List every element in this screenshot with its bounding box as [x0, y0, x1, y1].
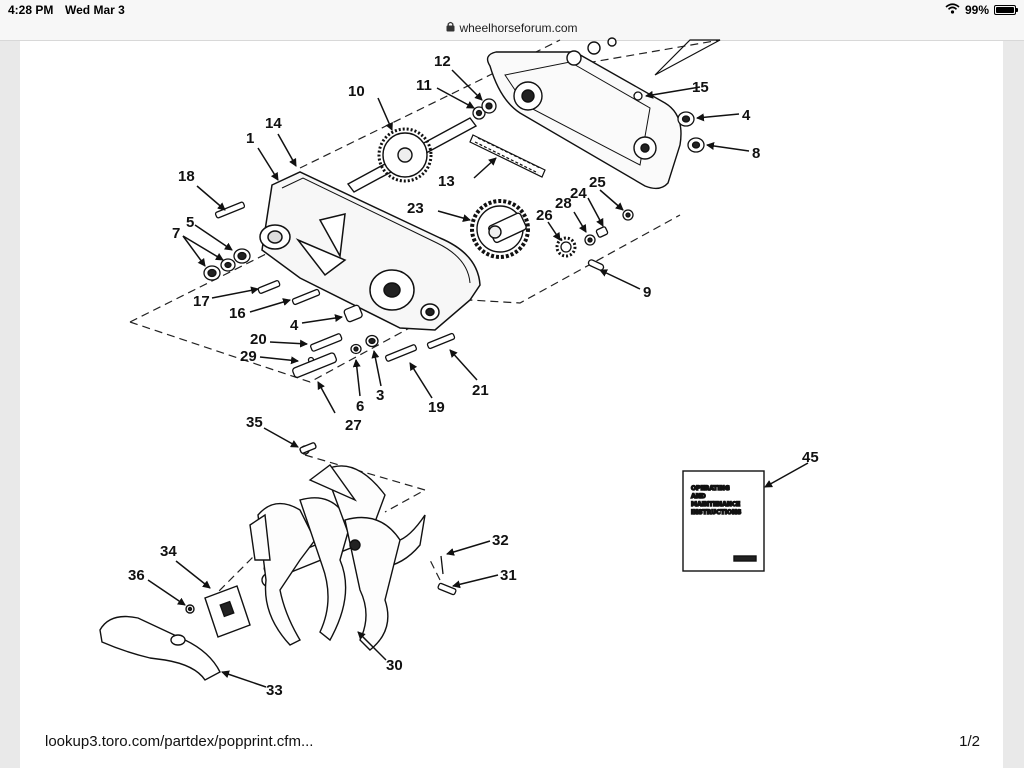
callout-9: 9 [643, 284, 651, 301]
shaft-sprocket-10 [346, 117, 478, 193]
callout-4a: 4 [290, 317, 299, 334]
gear-23 [470, 199, 530, 259]
bearing-15-4-8 [633, 91, 705, 153]
callout-34: 34 [160, 543, 177, 560]
upper-cover-hatching [654, 39, 721, 76]
page-indicator: 1/2 [959, 733, 980, 750]
callout-10: 10 [348, 83, 365, 100]
callout-30: 30 [386, 657, 403, 674]
tine-assembly-30 [249, 464, 426, 651]
callout-11: 11 [416, 77, 432, 94]
wifi-icon [945, 3, 960, 17]
callout-labels: 1 3 4 4 5 6 7 8 9 10 11 12 13 14 15 16 1… [128, 53, 819, 699]
callout-45: 45 [802, 449, 819, 466]
callout-21: 21 [472, 382, 489, 399]
callout-28: 28 [555, 195, 572, 212]
callout-13: 13 [438, 173, 455, 190]
callout-24: 24 [570, 185, 587, 202]
callout-1: 1 [246, 130, 254, 147]
left-hardware [203, 201, 456, 378]
callout-31: 31 [500, 567, 517, 584]
status-date: Wed Mar 3 [65, 3, 125, 17]
callout-36: 36 [128, 567, 145, 584]
address-domain: wheelhorseforum.com [459, 21, 578, 35]
callout-23: 23 [407, 200, 424, 217]
pin-31-32 [437, 555, 457, 596]
callout-25: 25 [589, 174, 606, 191]
status-right: 99% [945, 3, 1018, 17]
upper-gearcase-cover [486, 37, 682, 190]
manual-line-1: OPERATING [691, 485, 730, 492]
gear-26-parts [555, 209, 634, 271]
callout-18: 18 [178, 168, 195, 185]
callout-8: 8 [752, 145, 760, 162]
bracket-34-tine-33 [99, 442, 317, 681]
battery-icon [994, 5, 1018, 15]
callout-4b: 4 [742, 107, 751, 124]
status-bar: 4:28 PM Wed Mar 3 99% [0, 0, 1024, 20]
callout-3: 3 [376, 387, 384, 404]
callout-14: 14 [265, 115, 282, 132]
callout-15: 15 [692, 79, 709, 96]
callout-29: 29 [240, 348, 257, 365]
callout-35: 35 [246, 414, 263, 431]
lock-icon [446, 21, 455, 35]
footer-url[interactable]: lookup3.toro.com/partdex/popprint.cfm... [45, 733, 314, 750]
callout-7: 7 [172, 225, 180, 242]
battery-percent: 99% [964, 3, 989, 17]
callout-17: 17 [193, 293, 210, 310]
callout-19: 19 [428, 399, 445, 416]
chain-13 [469, 134, 546, 178]
manual-line-3: MAINTENANCE [691, 501, 740, 508]
callout-32: 32 [492, 532, 509, 549]
callout-33: 33 [266, 682, 283, 699]
callout-6: 6 [356, 398, 364, 415]
washers-11-12 [472, 98, 497, 120]
main-gearcase-1 [259, 171, 481, 331]
manual-line-2: AND [691, 493, 706, 500]
callout-12: 12 [434, 53, 451, 70]
status-time: 4:28 PM [8, 3, 54, 17]
leader-arrows [147, 69, 809, 688]
callout-16: 16 [229, 305, 246, 322]
callout-5: 5 [186, 214, 194, 231]
callout-27: 27 [345, 417, 362, 434]
callout-20: 20 [250, 331, 267, 348]
operator-manual-45: OPERATING AND MAINTENANCE INSTRUCTIONS [682, 470, 765, 572]
manual-line-4: INSTRUCTIONS [691, 509, 741, 516]
address-bar[interactable]: wheelhorseforum.com [0, 20, 1024, 41]
callout-26: 26 [536, 207, 553, 224]
